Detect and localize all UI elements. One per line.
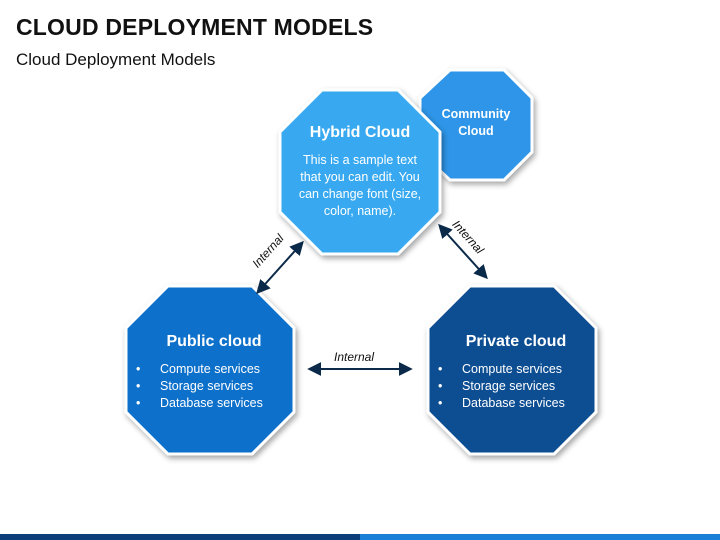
private-cloud-title: Private cloud xyxy=(465,333,567,350)
hybrid-cloud-text-line: This is a sample text xyxy=(303,153,417,167)
list-item: Database services xyxy=(436,395,596,412)
list-item: Database services xyxy=(134,395,294,412)
community-cloud-label: Community Cloud xyxy=(428,106,524,140)
hybrid-cloud-title: Hybrid Cloud xyxy=(309,124,411,141)
hybrid-cloud-text-line: that you can edit. You xyxy=(300,170,420,184)
footer-bar-dark xyxy=(0,534,360,540)
footer-bar xyxy=(0,534,720,540)
footer-bar-light xyxy=(360,534,720,540)
list-item: Storage services xyxy=(134,378,294,395)
hybrid-cloud-text-line: can change font (size, xyxy=(298,187,422,201)
private-cloud-list: Compute services Storage services Databa… xyxy=(436,361,596,412)
private-cloud-node: Private cloud Compute services Storage s… xyxy=(436,333,596,412)
public-cloud-list: Compute services Storage services Databa… xyxy=(134,361,294,412)
public-cloud-node: Public cloud Compute services Storage se… xyxy=(134,333,294,412)
list-item: Compute services xyxy=(134,361,294,378)
page-subtitle: Cloud Deployment Models xyxy=(16,50,216,69)
list-item: Compute services xyxy=(436,361,596,378)
hybrid-cloud-description: This is a sample text that you can edit.… xyxy=(290,152,430,220)
community-cloud-line: Community xyxy=(441,107,511,121)
hybrid-cloud-octagon xyxy=(278,88,442,256)
arrow-hybrid-private xyxy=(438,223,488,280)
link-label-bottom: Internal xyxy=(334,350,375,364)
arrow-hybrid-public xyxy=(256,240,304,295)
page-title: CLOUD DEPLOYMENT MODELS xyxy=(16,14,374,40)
hybrid-cloud-node: Hybrid Cloud This is a sample text that … xyxy=(290,124,430,220)
hybrid-cloud-text-line: color, name). xyxy=(323,204,397,218)
community-cloud-line: Cloud xyxy=(458,124,494,138)
public-cloud-title: Public cloud xyxy=(166,333,262,350)
list-item: Storage services xyxy=(436,378,596,395)
